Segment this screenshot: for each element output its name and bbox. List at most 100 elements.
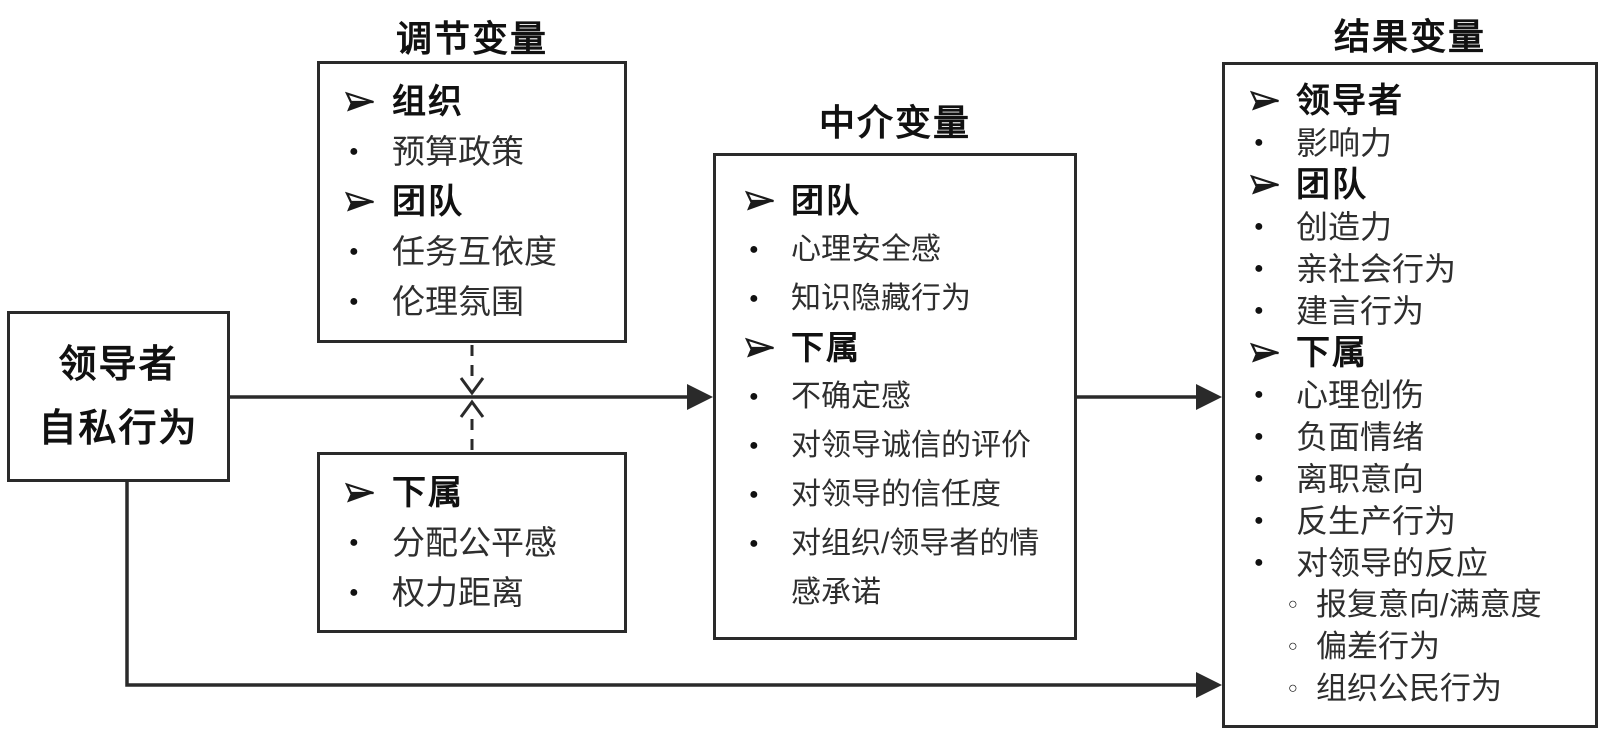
list-item: ● 对领导的信任度 — [745, 470, 1074, 519]
three-d-arrowhead-icon — [345, 77, 392, 127]
item-label: 团队 — [1296, 166, 1368, 204]
three-d-arrowhead-shape — [1250, 174, 1279, 195]
list-item: ● 心理安全感 — [745, 225, 1074, 274]
list-item: ● 伦理氛围 — [345, 277, 624, 327]
circle-bullet-icon: ○ — [1288, 638, 1298, 655]
arrowhead-mediator-to-outcome — [1196, 384, 1222, 410]
item-label: 报复意向/满意度 — [1316, 587, 1542, 622]
list-item: 团队 — [1250, 164, 1595, 206]
list-sub-item: ○ 报复意向/满意度 — [1288, 584, 1595, 626]
bullet-icon: ● — [1254, 134, 1264, 151]
bullet-icon: ● — [1254, 512, 1264, 529]
item-label: 组织公民行为 — [1316, 671, 1502, 706]
source-box-line: 领导者 — [58, 343, 179, 386]
bullet-icon: ● — [1254, 554, 1264, 571]
item-label: 知识隐藏行为 — [791, 282, 971, 315]
arrowhead-source-to-outcome — [1196, 672, 1222, 698]
bullet-icon: ● — [349, 533, 359, 551]
moderator-column-title: 调节变量 — [395, 18, 548, 59]
bullet-icon: ● — [749, 289, 759, 307]
item-label: 心理创伤 — [1296, 377, 1425, 413]
list-item: 下属 — [345, 468, 624, 518]
list-item: ● 预算政策 — [345, 127, 624, 177]
item-label: 对领导诚信的评价 — [791, 429, 1031, 462]
three-d-arrowhead-icon — [745, 323, 791, 372]
list-item: 下属 — [745, 323, 1074, 372]
list-item: 团队 — [745, 176, 1074, 225]
item-label: 影响力 — [1296, 125, 1393, 161]
item-label: 伦理氛围 — [392, 283, 524, 320]
item-label: 团队 — [392, 183, 464, 221]
arrowhead-source-to-mediator — [687, 384, 713, 410]
item-label: 创造力 — [1296, 209, 1393, 245]
item-label: 下属 — [791, 329, 861, 366]
open-arrowhead-up — [459, 399, 485, 418]
item-label: 建言行为 — [1296, 293, 1425, 329]
three-d-arrowhead-shape — [745, 190, 774, 210]
bullet-icon: ● — [349, 293, 359, 310]
outcome-column-title: 结果变量 — [1333, 16, 1486, 57]
outcome-box: 领导者 ● 影响力 团队 ● 创造力 ● 亲社会行为 ● 建言行为 下属 ● 心… — [1222, 62, 1598, 728]
item-label: 任务互依度 — [392, 233, 557, 270]
list-item: ● 建言行为 — [1250, 290, 1595, 332]
bullet-icon: ● — [749, 387, 759, 405]
bullet-icon: ● — [1254, 218, 1264, 235]
three-d-arrowhead-shape — [1250, 342, 1279, 363]
three-d-arrowhead-icon — [745, 176, 791, 225]
item-label: 离职意向 — [1296, 461, 1425, 497]
list-item: ● 知识隐藏行为 — [745, 274, 1074, 323]
item-label: 负面情绪 — [1296, 419, 1425, 455]
item-label: 下属 — [392, 473, 464, 512]
item-label: 下属 — [1296, 334, 1368, 372]
list-item: ● 心理创伤 — [1250, 374, 1595, 416]
bullet-icon: ● — [1254, 428, 1264, 445]
moderator-box-bottom: 下属 ● 分配公平感 ● 权力距离 — [317, 452, 627, 633]
three-d-arrowhead-icon — [345, 468, 392, 518]
circle-bullet-icon: ○ — [1288, 680, 1298, 697]
item-label: 对领导的信任度 — [791, 478, 1001, 511]
list-item: ● 任务互依度 — [345, 227, 624, 277]
item-label: 领导者 — [1296, 82, 1404, 120]
bullet-icon: ● — [1254, 260, 1264, 277]
list-item: ● 创造力 — [1250, 206, 1595, 248]
item-label: 不确定感 — [791, 380, 911, 413]
item-label: 组织 — [392, 83, 464, 121]
list-item: 团队 — [345, 177, 624, 227]
list-item: 组织 — [345, 77, 624, 127]
item-label: 预算政策 — [392, 133, 524, 170]
list-item: ● 权力距离 — [345, 568, 624, 618]
item-label: 心理安全感 — [791, 233, 941, 266]
three-d-arrowhead-shape — [1250, 90, 1279, 111]
mediator-column-title: 中介变量 — [818, 102, 971, 143]
list-item: ● 离职意向 — [1250, 458, 1595, 500]
three-d-arrowhead-shape — [345, 91, 374, 112]
bullet-icon: ● — [749, 485, 759, 503]
bullet-icon: ● — [349, 243, 359, 260]
moderator-box-top: 组织 ● 预算政策 团队 ● 任务互依度 ● 伦理氛围 — [317, 61, 627, 343]
bullet-icon: ● — [749, 436, 759, 454]
list-item: ● 负面情绪 — [1250, 416, 1595, 458]
source-box-line: 自私行为 — [38, 407, 199, 450]
three-d-arrowhead-icon — [1250, 332, 1296, 374]
three-d-arrowhead-shape — [345, 191, 374, 212]
three-d-arrowhead-icon — [345, 177, 392, 227]
item-label: 偏差行为 — [1316, 629, 1440, 664]
item-label: 团队 — [791, 182, 861, 219]
list-sub-item: ○ 组织公民行为 — [1288, 668, 1595, 710]
bullet-icon: ● — [1254, 386, 1264, 403]
bullet-icon: ● — [1254, 470, 1264, 487]
item-label: 权力距离 — [392, 573, 524, 611]
bullet-icon: ● — [349, 583, 359, 601]
item-label: 亲社会行为 — [1296, 251, 1457, 287]
list-item: ● 对领导的反应 — [1250, 542, 1595, 584]
circle-bullet-icon: ○ — [1288, 596, 1298, 613]
bullet-icon: ● — [349, 143, 359, 160]
list-item: ● 反生产行为 — [1250, 500, 1595, 542]
bullet-icon: ● — [749, 240, 759, 258]
three-d-arrowhead-shape — [745, 337, 774, 357]
item-label: 对组织/领导者的情感承诺 — [791, 527, 1040, 609]
list-item: ● 对领导诚信的评价 — [745, 421, 1074, 470]
three-d-arrowhead-icon — [1250, 80, 1296, 122]
list-item: 下属 — [1250, 332, 1595, 374]
